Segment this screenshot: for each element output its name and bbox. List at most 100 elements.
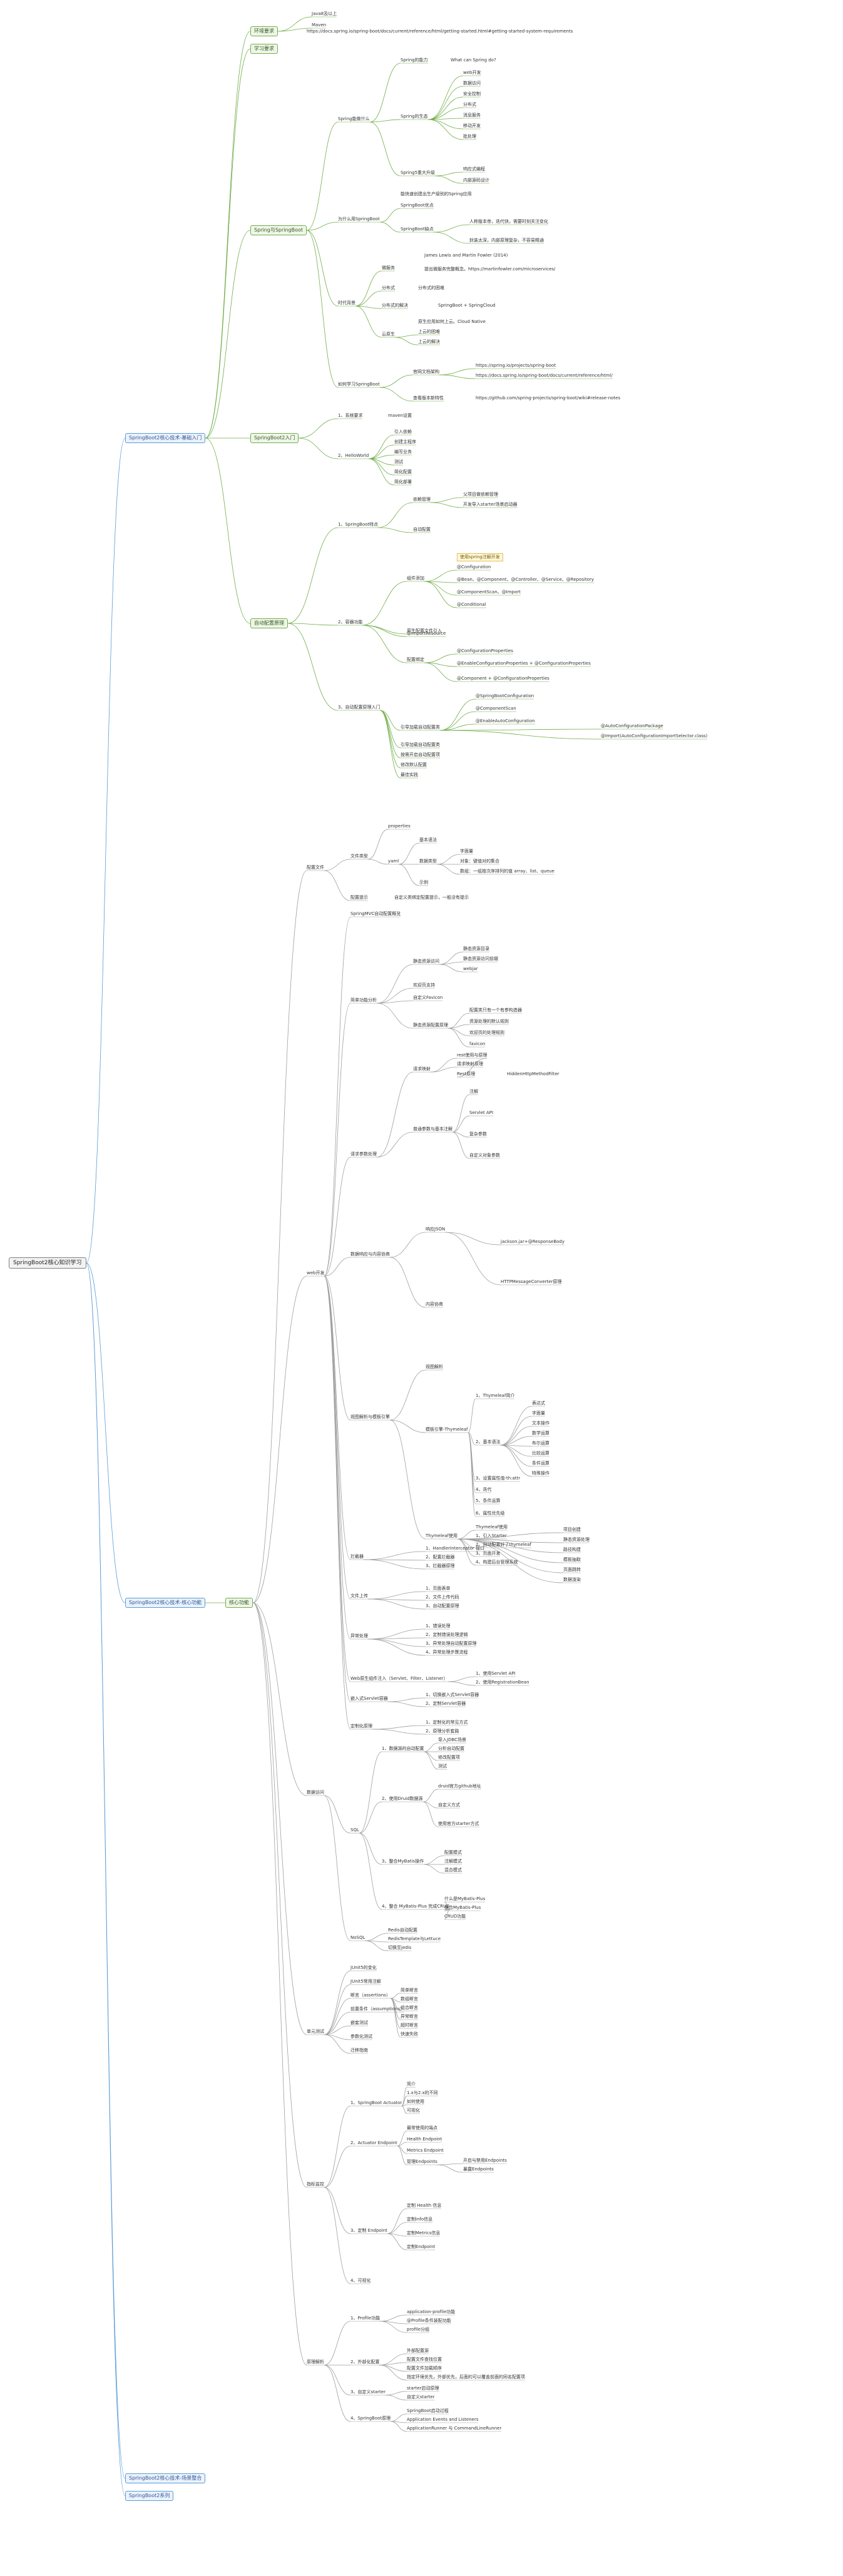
connector bbox=[372, 1729, 426, 1735]
connector bbox=[387, 1697, 426, 1702]
connector bbox=[359, 1751, 382, 1834]
connector bbox=[362, 625, 407, 637]
node-health-endpoint: Health Endpoint bbox=[407, 2137, 442, 2142]
node-2: 2、文件上传代码 bbox=[426, 1595, 459, 1600]
node-: 上云的解决 bbox=[418, 339, 440, 344]
connector bbox=[499, 1416, 533, 1446]
node-: 配置绑定 bbox=[407, 657, 424, 662]
node-: 静态资源目录 bbox=[463, 946, 489, 951]
connector bbox=[205, 437, 251, 624]
connector bbox=[376, 988, 414, 1004]
node-: 示例 bbox=[419, 880, 428, 885]
node-jdbc: 导入JDBC场景 bbox=[438, 1737, 467, 1742]
connector bbox=[457, 1538, 564, 1553]
connector bbox=[434, 175, 464, 184]
connector bbox=[390, 1998, 401, 2029]
connector bbox=[427, 75, 464, 120]
node-: 数据渲染 bbox=[563, 1577, 581, 1582]
connector bbox=[324, 1003, 351, 1277]
node-2: 2、容器功能 bbox=[338, 620, 363, 625]
connector bbox=[439, 374, 476, 379]
config-hint-text: 自定义类绑定配置提示，一般没有提示 bbox=[394, 895, 469, 900]
connector bbox=[444, 1909, 451, 1920]
connector bbox=[324, 1984, 351, 2035]
connector bbox=[436, 854, 461, 865]
node-: 数据访问 bbox=[463, 81, 481, 86]
connector bbox=[387, 2233, 407, 2251]
connector bbox=[324, 2025, 351, 2035]
connector bbox=[439, 964, 464, 973]
node-: 移动开发 bbox=[463, 123, 481, 128]
node-: 测试 bbox=[394, 459, 403, 464]
connector bbox=[376, 964, 414, 1004]
connector bbox=[324, 1257, 351, 1277]
connector bbox=[252, 1275, 307, 1603]
node-: 自动配置 bbox=[413, 527, 431, 532]
connector bbox=[287, 623, 339, 626]
node-yaml: yaml bbox=[388, 859, 399, 864]
connector bbox=[447, 1013, 470, 1029]
connector bbox=[364, 1940, 389, 1951]
node-: 按需开启自动配置项 bbox=[401, 752, 440, 757]
node-metrics-endpoint: Metrics Endpoint bbox=[407, 2148, 444, 2153]
node-2-actuator-endpoint: 2、Actuator Endpoint bbox=[350, 2140, 397, 2145]
node-3-endpoint: 3、定制 Endpoint bbox=[350, 2228, 387, 2233]
node-: 静态资源处理 bbox=[563, 1537, 590, 1542]
node-autoconfigurationpackage: @AutoConfigurationPackage bbox=[601, 723, 663, 728]
node-endpoint: 定制Endpoint bbox=[407, 2244, 436, 2249]
connector bbox=[447, 1681, 476, 1686]
node-2-helloworld: 2、HelloWorld bbox=[338, 453, 369, 458]
node-configurationproperties: @ConfigurationProperties bbox=[457, 648, 513, 653]
connector bbox=[424, 581, 457, 596]
node-: 指标监控 bbox=[307, 2182, 324, 2187]
connector bbox=[457, 1530, 476, 1540]
top-node-3: SpringBoot2核心技术-场景整合 bbox=[125, 2473, 206, 2483]
node-: 分布式的解决 bbox=[382, 303, 408, 308]
node-: 路径构建 bbox=[563, 1547, 581, 1552]
node-4: 4、可视化 bbox=[350, 2278, 371, 2283]
node-: 人称版本帝，迭代快，需要时刻关注变化 bbox=[469, 219, 548, 224]
connector bbox=[427, 119, 464, 130]
connector bbox=[306, 222, 339, 231]
node-: 修改配置项 bbox=[438, 1755, 460, 1760]
connector bbox=[368, 454, 395, 459]
node-mybatis-plus: 整合MyBatis-Plus bbox=[444, 1905, 481, 1910]
node-: 父项目做依赖管理 bbox=[463, 492, 498, 497]
node-: 请求映射 bbox=[413, 1066, 431, 1071]
node-: 封装太深，内部原理复杂，不容易精通 bbox=[469, 238, 544, 243]
connector bbox=[427, 107, 464, 120]
connector bbox=[423, 1742, 439, 1752]
connector bbox=[359, 1832, 382, 1910]
connector bbox=[390, 1998, 401, 2038]
connector bbox=[385, 2395, 407, 2401]
node-: 快速失败 bbox=[401, 2032, 418, 2037]
node-bean-component-controller-service-reposi: @Bean、@Component、@Controller、@Service、@R… bbox=[457, 577, 594, 582]
connector bbox=[379, 2364, 407, 2381]
node-assumptions: 前置条件（assumptions） bbox=[350, 2006, 405, 2011]
node-: 欢迎页的处理规则 bbox=[469, 1030, 504, 1035]
node-rest: Rest原理 bbox=[457, 1071, 476, 1076]
node-componentscan-import: @ComponentScan、@Import bbox=[457, 590, 521, 595]
connector bbox=[324, 2145, 351, 2188]
connector bbox=[324, 1275, 351, 1600]
node-thymeleaf: 模板引擎-Thymeleaf bbox=[426, 1427, 468, 1432]
node-web-servlet-filter-listener: Web原生组件注入（Servlet、Filter、Listener） bbox=[350, 1676, 448, 1681]
connector bbox=[457, 1532, 564, 1540]
node-2-druid: 2、使用Druid数据源 bbox=[382, 1796, 423, 1801]
connector bbox=[434, 171, 464, 176]
connector bbox=[401, 2095, 407, 2107]
connector bbox=[355, 305, 382, 338]
connector bbox=[430, 1058, 457, 1073]
connector bbox=[424, 581, 457, 608]
node-2: 2、配置拦截器 bbox=[426, 1555, 455, 1560]
release-link: https://github.com/spring-projects/sprin… bbox=[476, 396, 621, 401]
node-druid-github: druid官方github地址 bbox=[438, 1784, 481, 1789]
connector bbox=[324, 1970, 351, 2035]
node-: 文件类型 bbox=[350, 854, 368, 859]
node-1-thymeleaf: 1、Thymeleaf简介 bbox=[476, 1393, 515, 1398]
node-2: 2、原理分析套路 bbox=[426, 1729, 459, 1734]
connector bbox=[324, 1275, 351, 1702]
node-: 简介 bbox=[407, 2082, 416, 2087]
node-: 最常使用的端点 bbox=[407, 2125, 437, 2130]
connector bbox=[324, 2034, 351, 2054]
